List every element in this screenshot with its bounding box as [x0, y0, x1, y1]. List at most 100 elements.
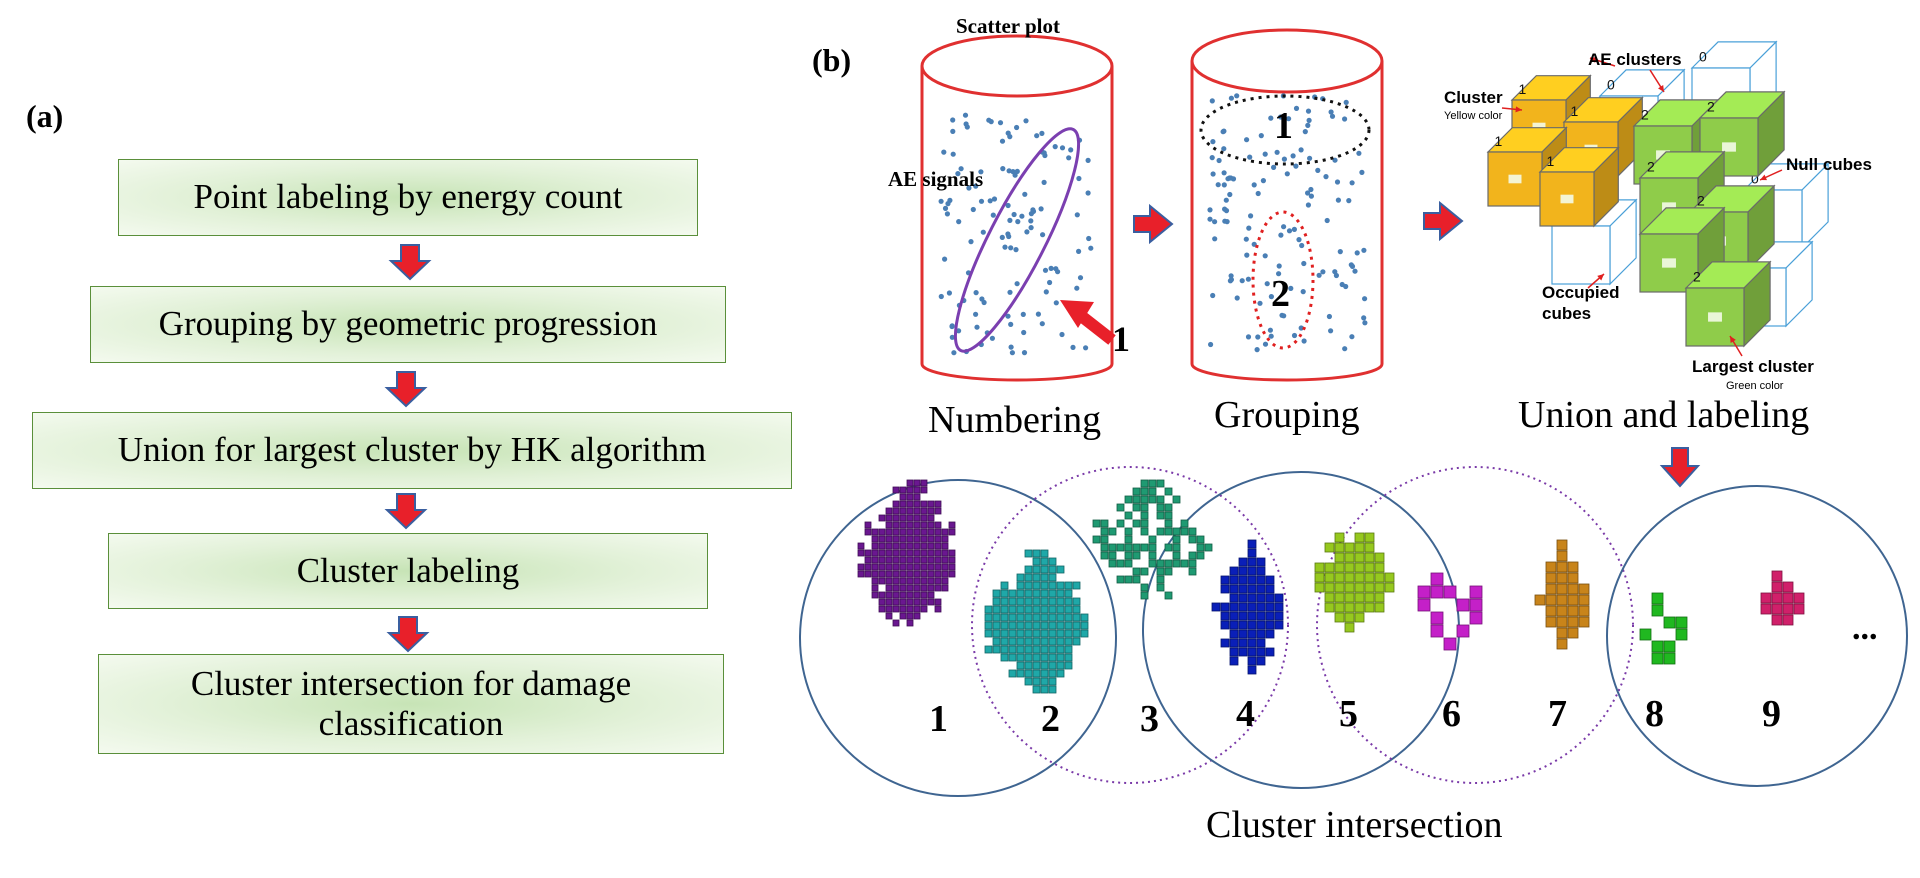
scatter-point [1009, 350, 1016, 356]
scatter-point [1244, 137, 1250, 143]
scatter-point [1320, 96, 1326, 102]
leader-arrow-icon [1501, 106, 1523, 113]
svg-text:0: 0 [1559, 206, 1567, 222]
intersection-circle-solid [799, 479, 1117, 797]
scatter-point [1264, 281, 1270, 287]
occupied-cube: 1 [1510, 74, 1592, 156]
scatter-point [1000, 166, 1006, 172]
scatter-point [1307, 155, 1313, 161]
scatter-point [1039, 149, 1045, 155]
scatter-point [1274, 149, 1280, 155]
scatter-point [963, 121, 969, 127]
scatter-point [1362, 296, 1368, 302]
scatter-point [1207, 207, 1213, 213]
scatter-point [965, 270, 972, 276]
scatter-point [1227, 191, 1233, 198]
stage-label-grouping: Grouping [1214, 394, 1360, 436]
scatter-point [1013, 247, 1019, 253]
scatter-point [1302, 129, 1308, 135]
scatter-point [1339, 281, 1345, 288]
scatter-point [1042, 152, 1048, 159]
pointer-arrow-icon [1060, 300, 1116, 345]
scatter-point [1239, 278, 1245, 284]
scatter-point [1291, 332, 1298, 339]
cluster-5-voxels [1314, 532, 1395, 633]
scatter-point [997, 120, 1004, 126]
scatter-point [938, 293, 944, 300]
scatter-point [1260, 178, 1266, 184]
scatter-point [1246, 225, 1252, 231]
cluster-number: 6 [1442, 693, 1461, 735]
stage-label-numbering: Numbering [928, 399, 1102, 441]
scatter-point [1346, 198, 1352, 204]
null-cubes-label: Null cubes [1786, 155, 1872, 174]
cluster-intersection-label: Cluster intersection [1206, 804, 1503, 846]
scatter-point [1326, 313, 1332, 320]
scatter-point [1028, 218, 1034, 224]
scatter-point [1020, 311, 1026, 317]
cylinder-numbering [920, 34, 1114, 382]
scatter-point [1320, 269, 1326, 275]
scatter-point [949, 323, 955, 330]
scatter-point [1024, 229, 1030, 235]
occupied-cubes-label: Occupied cubes [1542, 283, 1620, 324]
scatter-point [1030, 208, 1037, 214]
scatter-point [1048, 265, 1054, 271]
scatter-point [1329, 113, 1336, 119]
stage-arrow-icon [1423, 200, 1464, 242]
scatter-point [1334, 179, 1341, 185]
leader-arrow-icon [1759, 169, 1783, 181]
scatter-point [1041, 150, 1047, 156]
ae-clusters-label: AE clusters [1588, 50, 1682, 69]
scatter-point [973, 290, 979, 296]
scatter-point [1028, 211, 1034, 217]
svg-text:2: 2 [1647, 158, 1655, 174]
flow-arrow-down-icon [388, 616, 428, 652]
scatter-point [1361, 247, 1367, 253]
scatter-point [970, 206, 976, 213]
leader-arrow-icon [1649, 69, 1665, 93]
flow-step-3: Union for largest cluster by HK algorith… [32, 412, 792, 489]
scatter-point [1207, 216, 1213, 222]
scatter-point [1280, 93, 1286, 99]
scatter-point [1210, 171, 1216, 177]
scatter-point [999, 234, 1005, 240]
cluster-2-voxels [984, 549, 1089, 694]
scatter-point [1002, 244, 1008, 250]
scatter-point [988, 119, 994, 125]
scatter-point [1291, 226, 1297, 232]
cluster-9-voxels [1760, 570, 1805, 626]
scatter-point [1362, 320, 1368, 326]
scatter-point [1359, 169, 1365, 175]
scatter-point [962, 112, 969, 118]
occupied-cube: 2 [1698, 90, 1786, 178]
null-cube: 0 [1726, 240, 1814, 328]
scatter-point [1223, 197, 1229, 203]
scatter-point [1228, 175, 1234, 181]
null-cube: 0 [1598, 68, 1686, 156]
cluster-4-voxels [1211, 539, 1284, 675]
scatter-point [1343, 283, 1349, 290]
scatter-point [1324, 217, 1330, 224]
scatter-point [1012, 172, 1018, 178]
cluster-7-voxels [1534, 539, 1590, 650]
scatter-point [1074, 285, 1080, 291]
flow-arrow-down-icon [386, 371, 426, 407]
cluster-number: 9 [1762, 693, 1781, 735]
scatter-point [1333, 272, 1339, 279]
scatter-point [1212, 219, 1218, 225]
scatter-point [1085, 157, 1091, 163]
scatter-point [1323, 174, 1329, 180]
scatter-point [1305, 108, 1312, 114]
occupied-cube: 2 [1638, 150, 1726, 238]
scatter-point [1223, 208, 1230, 214]
scatter-point [1262, 253, 1268, 259]
ae-signal-ellipse [953, 127, 1081, 353]
svg-text:1: 1 [1494, 133, 1502, 149]
occupied-cube [1638, 206, 1726, 294]
scatter-point [1053, 300, 1059, 306]
scatter-point [981, 299, 987, 306]
stage-arrow-icon [1133, 203, 1174, 245]
scatter-point [1039, 321, 1045, 327]
scatter-point [1007, 217, 1013, 223]
